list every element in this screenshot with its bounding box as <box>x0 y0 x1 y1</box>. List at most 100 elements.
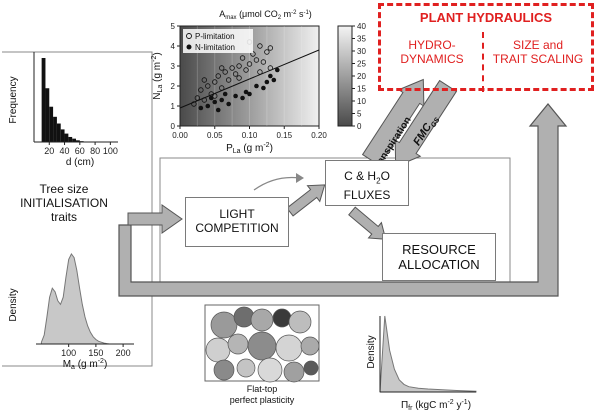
p-limitation-point <box>218 85 225 91</box>
p-limitation-point <box>212 79 218 85</box>
colorbar-tick-label: 35 <box>357 35 366 44</box>
left-panel-frame <box>2 51 153 367</box>
scatter-title: Amax (μmol CO2 m-2 s-1) <box>219 9 312 21</box>
tree-crown-circle <box>275 334 303 362</box>
plant-hydraulics-box: PLANT HYDRAULICS HYDRO- DYNAMICS SIZE an… <box>378 3 594 92</box>
resource-line2: ALLOCATION <box>398 257 480 272</box>
p-limitation-point <box>191 101 197 107</box>
fluxes-to-resource-arrow <box>348 206 387 240</box>
colorbar-tick-label: 20 <box>357 72 366 81</box>
plasticity-line1: Flat-top <box>246 384 278 394</box>
histogram-bar <box>64 133 69 142</box>
n-limitation-point <box>222 91 228 97</box>
size-trait-scaling-label: SIZE and TRAIT SCALING <box>485 38 591 66</box>
colorbar-tick-label: 30 <box>357 47 366 56</box>
tree-crown-circle <box>288 310 312 334</box>
loop-arrow <box>118 103 568 297</box>
mass-density-tick-label: 100 <box>61 348 76 358</box>
scatter-y-tick-label: 4 <box>171 42 176 51</box>
productivity-x-label: Πfr (kgC m-2 y-1) <box>401 399 471 412</box>
histogram-bar <box>76 140 80 142</box>
mass-density-x-label: Ma (g m-2) <box>63 358 108 371</box>
p-limitation-point <box>257 43 263 49</box>
scatter-x-tick-label: 0.05 <box>207 131 223 140</box>
n-limitation-point <box>268 73 273 79</box>
scatter-x-label: PLa (g m-2) <box>226 142 273 155</box>
tree-crown-circle <box>247 331 277 361</box>
productivity-y-label: Density <box>366 335 377 368</box>
scatter-y-tick-label: 0 <box>171 122 176 131</box>
fluxes-line2: FLUXES <box>343 188 391 203</box>
p-limitation-point <box>253 57 260 63</box>
p-limitation-point <box>264 49 270 55</box>
histogram-tick-label: 60 <box>75 146 85 156</box>
p-limitation-point <box>225 77 232 83</box>
hydrodynamics-line1: HYDRO- <box>408 38 456 52</box>
scatter-y-tick-label: 2 <box>171 82 176 91</box>
histogram-tick-label: 40 <box>60 146 70 156</box>
p-limitation-point <box>205 83 211 89</box>
n-limitation-point <box>254 83 259 89</box>
histogram-bar <box>53 116 57 142</box>
n-limitation-point <box>261 85 266 91</box>
n-limitation-point <box>240 95 245 101</box>
resource-line1: RESOURCE <box>402 242 476 257</box>
colorbar-tick-label: 0 <box>357 122 362 131</box>
init-to-light-arrow <box>127 204 183 234</box>
p-limitation-point <box>198 87 204 93</box>
resource-allocation-box: RESOURCE ALLOCATION <box>382 233 496 281</box>
p-limitation-point <box>232 71 239 77</box>
n-limitation-point <box>215 107 221 113</box>
p-limitation-point <box>267 45 274 51</box>
n-limitation-point <box>205 103 211 109</box>
p-limitation-point <box>257 69 263 75</box>
histogram-tick-label: 100 <box>103 146 118 156</box>
tree-crown-circle <box>257 357 283 383</box>
p-limitation-point <box>222 69 228 75</box>
histogram-bar <box>72 138 76 142</box>
init-line3: traits <box>50 210 77 224</box>
p-limitation-point <box>239 55 246 61</box>
p-limitation-point <box>229 65 235 71</box>
n-limitation-point <box>247 91 252 97</box>
colorbar-tick-label: 5 <box>357 110 362 119</box>
tree-crown-circle <box>213 359 235 381</box>
tree-crown-circle <box>236 358 256 378</box>
n-limitation-point <box>271 77 277 83</box>
mass-density-curve <box>40 253 110 345</box>
chart-to-fluxes-arrowhead <box>296 173 304 183</box>
histogram-x-label: d (cm) <box>66 157 94 168</box>
n-limitation-point <box>198 105 204 111</box>
p-limitation-point <box>267 65 274 71</box>
colorbar-tick-label: 25 <box>357 60 366 69</box>
tree-crown-circle <box>210 311 238 339</box>
scatter-x-tick-label: 0.10 <box>242 131 258 140</box>
mass-density-tick-label: 150 <box>88 348 103 358</box>
scatter-y-tick-label: 5 <box>171 22 176 31</box>
tree-crown-circle <box>272 308 292 328</box>
p-limitation-point <box>212 93 218 99</box>
n-limitation-point <box>243 89 249 95</box>
scatter-legend-bg <box>183 29 253 53</box>
colorbar-tick-label: 15 <box>357 85 366 94</box>
light-competition-box: LIGHT COMPETITION <box>185 197 289 247</box>
size-trait-line2: TRAIT SCALING <box>492 52 584 66</box>
p-limitation-point <box>201 97 208 103</box>
mass-density-tick-label: 200 <box>116 348 131 358</box>
transpiration-arrow <box>361 78 425 167</box>
p-limitation-point <box>260 59 267 65</box>
scatter-x-tick-label: 0.00 <box>172 131 188 140</box>
scatter-x-tick-label: 0.15 <box>276 131 292 140</box>
hydrodynamics-line2: DYNAMICS <box>400 52 464 66</box>
fluxes-box: C & H2O FLUXES <box>325 160 409 206</box>
tree-crown-circle <box>300 336 320 356</box>
p-limitation-point <box>243 67 249 73</box>
tree-crown-circle <box>233 306 255 328</box>
scatter-y-tick-label: 1 <box>171 102 176 111</box>
